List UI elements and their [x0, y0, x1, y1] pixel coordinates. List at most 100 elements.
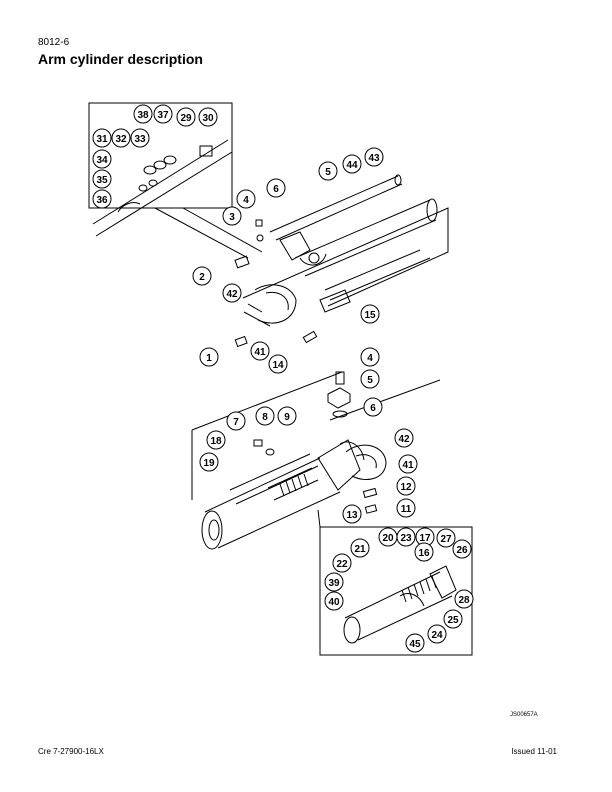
callout-29: 29 — [176, 107, 196, 127]
callout-36: 36 — [92, 189, 112, 209]
callout-4-bottom: 4 — [360, 347, 380, 367]
svg-text:6: 6 — [273, 184, 279, 195]
svg-text:4: 4 — [367, 353, 373, 364]
callout-14: 14 — [268, 354, 288, 374]
callout-35: 35 — [92, 169, 112, 189]
callout-11: 11 — [396, 498, 416, 518]
callout-18: 18 — [206, 430, 226, 450]
svg-text:23: 23 — [400, 533, 412, 544]
callout-1-top: 1 — [199, 347, 219, 367]
page-title: Arm cylinder description — [38, 51, 203, 67]
svg-text:36: 36 — [96, 195, 108, 206]
svg-text:45: 45 — [409, 639, 421, 650]
callout-23: 23 — [396, 527, 416, 547]
callout-9: 9 — [277, 406, 297, 426]
footer-document-code: Cre 7-27900-16LX — [38, 747, 104, 756]
callout-32: 32 — [111, 128, 131, 148]
callout-6-top: 6 — [266, 178, 286, 198]
svg-text:43: 43 — [368, 153, 380, 164]
svg-text:35: 35 — [96, 175, 108, 186]
callout-37: 37 — [153, 104, 173, 124]
svg-text:2: 2 — [199, 272, 205, 283]
callout-20: 20 — [378, 527, 398, 547]
callout-24: 24 — [427, 624, 447, 644]
callout-12: 12 — [396, 476, 416, 496]
callout-25: 25 — [443, 609, 463, 629]
svg-text:4: 4 — [243, 195, 249, 206]
svg-text:8: 8 — [262, 412, 268, 423]
callout-43: 43 — [364, 147, 384, 167]
svg-text:26: 26 — [456, 545, 468, 556]
svg-text:12: 12 — [400, 482, 412, 493]
svg-text:5: 5 — [367, 375, 373, 386]
callout-41-bottom: 41 — [398, 454, 418, 474]
svg-text:5: 5 — [325, 167, 331, 178]
svg-text:13: 13 — [346, 510, 358, 521]
callout-39: 39 — [324, 572, 344, 592]
svg-text:20: 20 — [382, 533, 394, 544]
callout-44: 44 — [342, 154, 362, 174]
svg-text:24: 24 — [431, 630, 443, 641]
svg-text:22: 22 — [336, 559, 348, 570]
svg-text:21: 21 — [354, 544, 366, 555]
svg-text:19: 19 — [203, 458, 215, 469]
inset-box-top — [88, 102, 233, 209]
callout-26: 26 — [452, 539, 472, 559]
callout-34: 34 — [92, 149, 112, 169]
svg-text:41: 41 — [402, 460, 414, 471]
callout-16: 16 — [414, 542, 434, 562]
callout-5-bottom: 5 — [360, 369, 380, 389]
callout-31: 31 — [92, 128, 112, 148]
callout-40: 40 — [324, 591, 344, 611]
callout-28: 28 — [454, 589, 474, 609]
svg-text:27: 27 — [440, 534, 452, 545]
callout-2-top: 2 — [192, 266, 212, 286]
figure-code: JS00657A — [510, 712, 538, 718]
svg-text:39: 39 — [328, 578, 340, 589]
svg-text:33: 33 — [134, 134, 146, 145]
svg-text:29: 29 — [180, 113, 192, 124]
callout-13: 13 — [342, 504, 362, 524]
inset-box-bottom — [319, 526, 473, 656]
callout-19: 19 — [199, 452, 219, 472]
svg-text:7: 7 — [233, 417, 239, 428]
callout-8: 8 — [255, 406, 275, 426]
callout-7: 7 — [226, 411, 246, 431]
callout-45: 45 — [405, 633, 425, 653]
svg-text:9: 9 — [284, 412, 290, 423]
svg-text:28: 28 — [458, 595, 470, 606]
svg-text:30: 30 — [202, 113, 214, 124]
svg-text:16: 16 — [418, 548, 430, 559]
svg-text:40: 40 — [328, 597, 340, 608]
bottom-frame — [191, 371, 441, 500]
svg-text:42: 42 — [226, 289, 238, 300]
svg-text:1: 1 — [206, 353, 212, 364]
callout-41-top: 41 — [250, 341, 270, 361]
footer-issue-date: Issued 11-01 — [511, 747, 557, 756]
callout-33: 33 — [130, 128, 150, 148]
svg-text:25: 25 — [447, 615, 459, 626]
callout-22: 22 — [332, 553, 352, 573]
svg-text:37: 37 — [157, 110, 169, 121]
callout-6-bottom: 6 — [363, 397, 383, 417]
callout-38: 38 — [133, 104, 153, 124]
callout-3-top: 3 — [222, 206, 242, 226]
callouts: 38 37 29 30 31 32 33 34 35 36 6 5 44 43 … — [92, 104, 474, 653]
callout-42-bottom: 42 — [394, 428, 414, 448]
svg-text:41: 41 — [254, 347, 266, 358]
svg-text:42: 42 — [398, 434, 410, 445]
callout-21: 21 — [350, 538, 370, 558]
svg-text:38: 38 — [137, 110, 149, 121]
svg-text:3: 3 — [229, 212, 235, 223]
svg-text:11: 11 — [401, 504, 412, 515]
callout-15: 15 — [360, 304, 380, 324]
callout-4-top: 4 — [236, 189, 256, 209]
page-id: 8012-6 — [38, 37, 70, 48]
callout-5-top: 5 — [318, 161, 338, 181]
callout-30: 30 — [198, 107, 218, 127]
svg-text:34: 34 — [96, 155, 108, 166]
svg-text:15: 15 — [364, 310, 376, 321]
svg-text:44: 44 — [346, 160, 358, 171]
svg-text:14: 14 — [272, 360, 284, 371]
